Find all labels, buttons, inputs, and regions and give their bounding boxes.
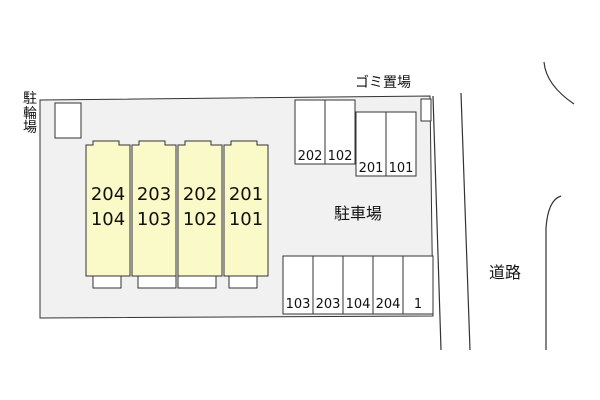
unit-block-2 — [131, 140, 177, 277]
parking-slot — [355, 111, 387, 177]
unit-upper-2: 203 — [136, 184, 172, 205]
unit-lower-2: 103 — [136, 209, 172, 230]
parking-upper-block-b — [355, 111, 417, 177]
parking-upper-label-3: 201 — [358, 161, 384, 176]
parking-slot — [342, 255, 374, 315]
road-curve-right — [545, 195, 562, 350]
unit-upper-4: 201 — [228, 184, 264, 205]
garbage-area-box — [420, 98, 432, 122]
road-label: 道路 — [489, 263, 522, 282]
road — [432, 61, 575, 351]
parking-upper-block-a — [294, 99, 356, 165]
road-edge-left — [432, 95, 442, 351]
unit-lower-1: 104 — [90, 209, 126, 230]
unit-lower-3: 102 — [182, 209, 218, 230]
parking-lower-label-4: 204 — [375, 297, 401, 312]
parking-lower-row — [282, 255, 434, 315]
parking-slot — [312, 255, 344, 315]
parking-lower-label-3: 104 — [345, 297, 371, 312]
unit-upper-1: 204 — [90, 184, 126, 205]
bicycle-parking-char-1: 駐 — [23, 91, 37, 107]
road-edge-center — [460, 92, 471, 351]
unit-lower-4: 101 — [228, 209, 264, 230]
parking-slot — [402, 255, 434, 315]
parking-slot — [372, 255, 404, 315]
entrance-box-1 — [92, 275, 122, 289]
parking-upper-label-1: 202 — [297, 149, 323, 164]
bicycle-parking-label: 駐 輪 場 — [22, 92, 38, 136]
road-curve-top — [543, 61, 575, 105]
entrance-box-2 — [137, 275, 177, 289]
bicycle-parking-char-3: 場 — [23, 120, 37, 137]
unit-upper-3: 202 — [182, 184, 218, 205]
entrance-box-3 — [177, 275, 217, 289]
parking-slot — [324, 99, 356, 165]
parking-upper-label-4: 101 — [388, 161, 414, 176]
entrance-box-4 — [228, 275, 258, 289]
parking-lower-label-1: 103 — [285, 297, 311, 312]
unit-block-1 — [85, 140, 131, 277]
bicycle-parking-char-2: 輪 — [23, 105, 37, 122]
unit-block-4 — [223, 140, 269, 277]
parking-upper-label-2: 102 — [327, 149, 353, 164]
unit-block-3 — [177, 140, 223, 277]
building — [85, 140, 269, 289]
parking-lower-label-5: 1 — [413, 297, 423, 312]
bicycle-parking-shed — [54, 102, 82, 139]
parking-slot — [385, 111, 417, 177]
parking-label: 駐車場 — [334, 204, 383, 223]
garbage-label: ゴミ置場 — [355, 75, 411, 91]
parking-lower-label-2: 203 — [315, 297, 341, 312]
